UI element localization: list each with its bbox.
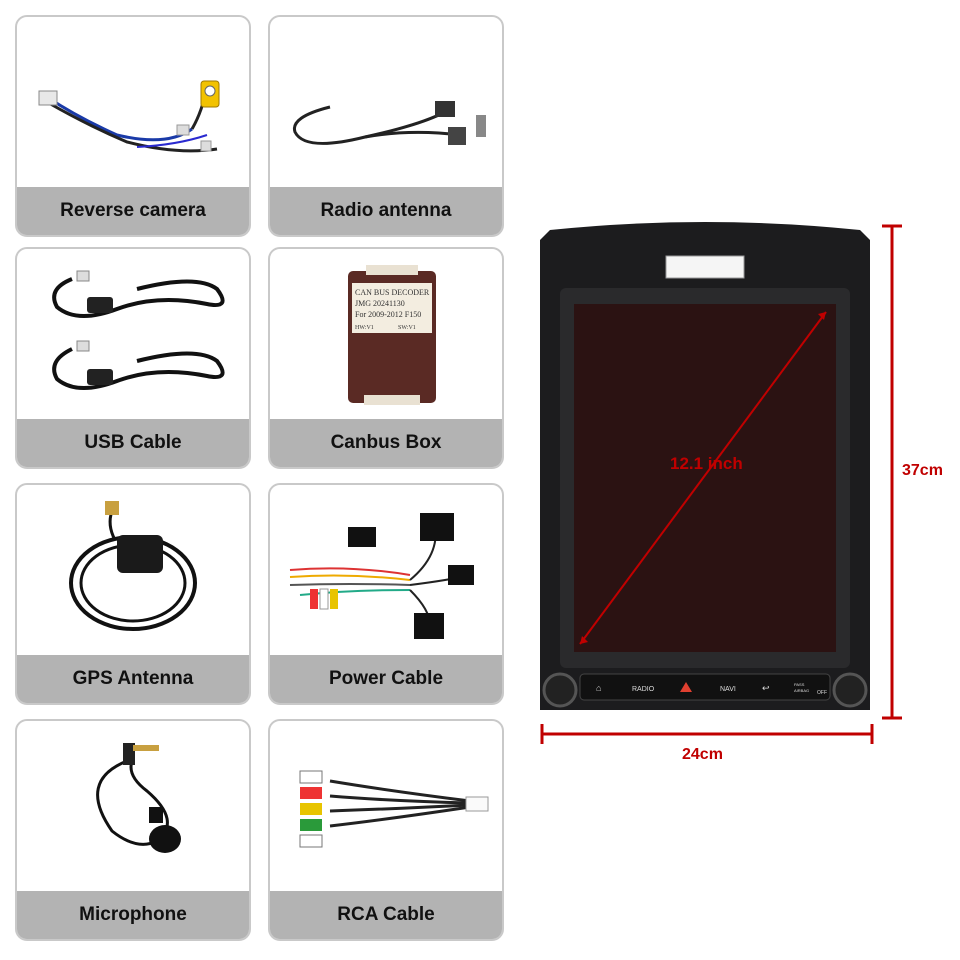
head-unit-illustration: ⌂ RADIO NAVI ↩ PASS AIRBAG OFF bbox=[540, 222, 870, 710]
width-label: 24cm bbox=[682, 746, 723, 763]
accessory-card-reverse-camera: Reverse camera bbox=[15, 15, 251, 237]
accessory-label: RCA Cable bbox=[270, 891, 502, 939]
svg-text:⌂: ⌂ bbox=[596, 683, 601, 693]
hazard-icon bbox=[680, 682, 692, 692]
usb-cable-icon bbox=[17, 249, 249, 421]
accessory-label: Microphone bbox=[17, 891, 249, 939]
canbus-box-hw: HW:V1 bbox=[355, 325, 374, 331]
accessory-card-canbus-box: CAN BUS DECODER JMG 20241130 For 2009-20… bbox=[268, 247, 504, 469]
pass-label: PASS bbox=[794, 682, 805, 687]
radio-button-label: RADIO bbox=[632, 686, 655, 693]
width-dimension bbox=[540, 724, 874, 744]
canbus-box-sw: SW:V1 bbox=[398, 325, 416, 331]
canbus-box-icon: CAN BUS DECODER JMG 20241130 For 2009-20… bbox=[270, 249, 502, 421]
accessory-label: Radio antenna bbox=[270, 187, 502, 235]
height-dimension bbox=[882, 224, 902, 720]
accessory-label: Canbus Box bbox=[270, 419, 502, 467]
airbag-label: AIRBAG bbox=[794, 688, 809, 693]
back-icon: ↩ bbox=[762, 683, 770, 693]
diagonal-dimension-line bbox=[579, 311, 827, 645]
reverse-camera-cable-icon bbox=[17, 17, 249, 189]
head-unit: ⌂ RADIO NAVI ↩ PASS AIRBAG OFF 12.1 inch bbox=[530, 220, 880, 720]
height-label: 37cm bbox=[902, 462, 943, 479]
accessory-label: USB Cable bbox=[17, 419, 249, 467]
navi-button-label: NAVI bbox=[720, 686, 736, 693]
canbus-box-line1: CAN BUS DECODER bbox=[355, 288, 430, 297]
radio-antenna-cable-icon bbox=[270, 17, 502, 189]
microphone-icon bbox=[17, 721, 249, 893]
rca-cable-icon bbox=[270, 721, 502, 893]
off-label: OFF bbox=[817, 690, 827, 696]
canbus-box-line3: For 2009-2012 F150 bbox=[355, 310, 421, 319]
accessory-card-gps-antenna: GPS Antenna bbox=[15, 483, 251, 705]
accessory-card-microphone: Microphone bbox=[15, 719, 251, 941]
accessory-label: Reverse camera bbox=[17, 187, 249, 235]
diagonal-label: 12.1 inch bbox=[670, 454, 743, 473]
canbus-box-line2: JMG 20241130 bbox=[355, 299, 405, 308]
accessory-label: GPS Antenna bbox=[17, 655, 249, 703]
accessory-card-rca-cable: RCA Cable bbox=[268, 719, 504, 941]
power-cable-harness-icon bbox=[270, 485, 502, 657]
accessory-card-power-cable: Power Cable bbox=[268, 483, 504, 705]
accessory-card-radio-antenna: Radio antenna bbox=[268, 15, 504, 237]
gps-antenna-icon bbox=[17, 485, 249, 657]
accessory-card-usb-cable: USB Cable bbox=[15, 247, 251, 469]
accessory-label: Power Cable bbox=[270, 655, 502, 703]
